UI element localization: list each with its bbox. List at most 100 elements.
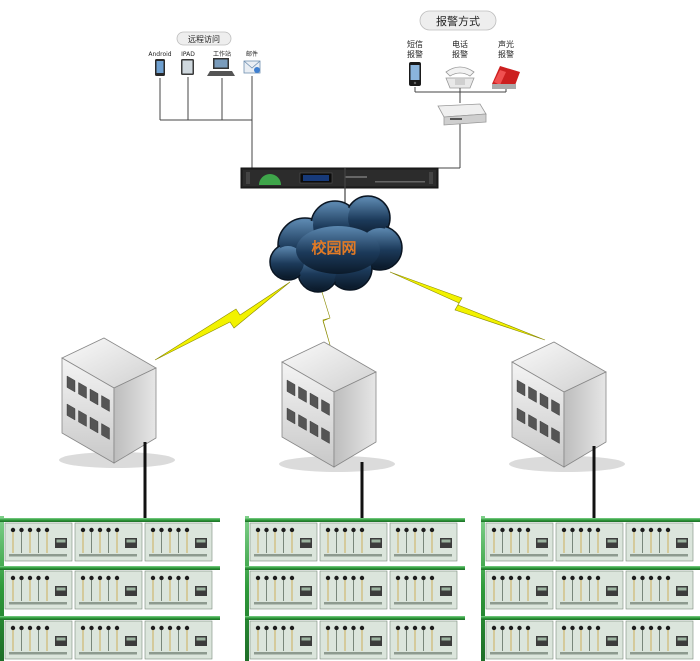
terminal-dot xyxy=(150,575,156,581)
panel-rail-vertical xyxy=(481,516,485,661)
terminal-dot xyxy=(176,625,181,631)
panel-group xyxy=(481,516,700,661)
terminal-dot xyxy=(27,575,33,581)
building xyxy=(509,341,625,472)
building-window xyxy=(309,392,319,410)
smartphone-icon xyxy=(155,59,165,76)
terminal-dot xyxy=(665,575,671,581)
panel-rail xyxy=(481,518,700,522)
campus-network-cloud: 校园网 xyxy=(269,195,403,293)
building-window xyxy=(551,399,560,416)
remote-access-group: 远程访问 Android IPAD 工作站 邮件 xyxy=(148,31,261,168)
terminal-dot xyxy=(595,527,601,533)
alarm-wires xyxy=(414,87,507,168)
terminal-dot xyxy=(289,527,295,533)
terminal-dot xyxy=(351,575,356,581)
terminal-dot xyxy=(159,625,164,631)
terminal-dot xyxy=(97,625,103,631)
monitor-panel xyxy=(74,522,143,562)
building-window xyxy=(286,379,296,397)
lightning-bolt-left xyxy=(154,281,291,361)
terminal-dot xyxy=(657,575,662,581)
terminal-dot xyxy=(325,575,331,581)
building-window xyxy=(539,392,549,410)
terminal-dot xyxy=(264,625,269,631)
terminal-dot xyxy=(587,625,592,631)
building-window xyxy=(78,382,87,399)
telephone-icon xyxy=(445,66,475,89)
monitor-panel xyxy=(555,522,624,562)
terminal-dot xyxy=(255,527,261,533)
terminal-dot xyxy=(412,527,418,533)
alarm-methods-title-pill xyxy=(419,10,497,31)
terminal-dot xyxy=(10,575,16,581)
terminal-dot xyxy=(578,527,584,533)
terminal-dot xyxy=(359,625,365,631)
terminal-dot xyxy=(570,575,575,581)
terminal-dot xyxy=(89,575,94,581)
terminal-dot xyxy=(351,625,356,631)
terminal-dot xyxy=(114,527,120,533)
device-label-workstation: 工作站 xyxy=(213,50,231,58)
terminal-dot xyxy=(578,625,584,631)
alarm-siren-label-1: 声光 xyxy=(498,39,514,49)
terminal-dot xyxy=(421,625,426,631)
terminal-dot xyxy=(264,575,269,581)
terminal-dot xyxy=(114,625,120,631)
terminal-dot xyxy=(167,527,173,533)
panel-rail xyxy=(481,566,700,570)
building-window xyxy=(528,414,537,431)
monitor-panel xyxy=(485,620,554,660)
remote-access-title: 远程访问 xyxy=(188,34,220,44)
terminal-dot xyxy=(80,527,86,533)
terminal-dot xyxy=(640,575,645,581)
terminal-dot xyxy=(351,527,356,533)
terminal-dot xyxy=(184,527,190,533)
building-window xyxy=(101,395,110,412)
alarm-sms-label-1: 短信 xyxy=(407,39,423,49)
terminal-dot xyxy=(167,575,173,581)
building-window xyxy=(101,423,110,440)
monitor-panel xyxy=(555,570,624,610)
terminal-dot xyxy=(80,625,86,631)
terminal-dot xyxy=(395,575,401,581)
panel-rail xyxy=(0,616,220,620)
terminal-dot xyxy=(525,625,531,631)
building-window xyxy=(539,420,549,438)
building-window xyxy=(78,410,87,427)
terminal-dot xyxy=(508,527,514,533)
terminal-dot xyxy=(176,575,181,581)
terminal-dot xyxy=(150,625,156,631)
terminal-dot xyxy=(281,575,286,581)
panel-rail-vertical xyxy=(245,516,249,661)
terminal-dot xyxy=(491,575,497,581)
terminal-dot xyxy=(412,575,418,581)
terminal-dot xyxy=(561,575,567,581)
terminal-dot xyxy=(342,625,348,631)
monitor-panel xyxy=(74,570,143,610)
monitor-panel xyxy=(319,570,388,610)
monitor-panel xyxy=(319,522,388,562)
terminal-dot xyxy=(665,527,671,533)
terminal-dot xyxy=(334,625,339,631)
terminal-dot xyxy=(359,527,365,533)
terminal-dot xyxy=(184,625,190,631)
terminal-dot xyxy=(289,575,295,581)
terminal-dot xyxy=(255,575,261,581)
terminal-dot xyxy=(36,527,41,533)
building-window xyxy=(321,399,330,416)
terminal-dot xyxy=(395,625,401,631)
terminal-dot xyxy=(404,625,409,631)
building xyxy=(279,341,395,472)
monitor-panel xyxy=(555,620,624,660)
terminal-dot xyxy=(500,527,505,533)
terminal-dot xyxy=(97,575,103,581)
monitor-panel xyxy=(389,522,458,562)
panel-rail-vertical xyxy=(0,516,4,661)
monitor-panel xyxy=(249,522,318,562)
terminal-dot xyxy=(150,527,156,533)
alarm-sms-label-2: 报警 xyxy=(407,49,423,59)
terminal-dot xyxy=(10,625,16,631)
terminal-dot xyxy=(491,527,497,533)
terminal-dot xyxy=(359,575,365,581)
